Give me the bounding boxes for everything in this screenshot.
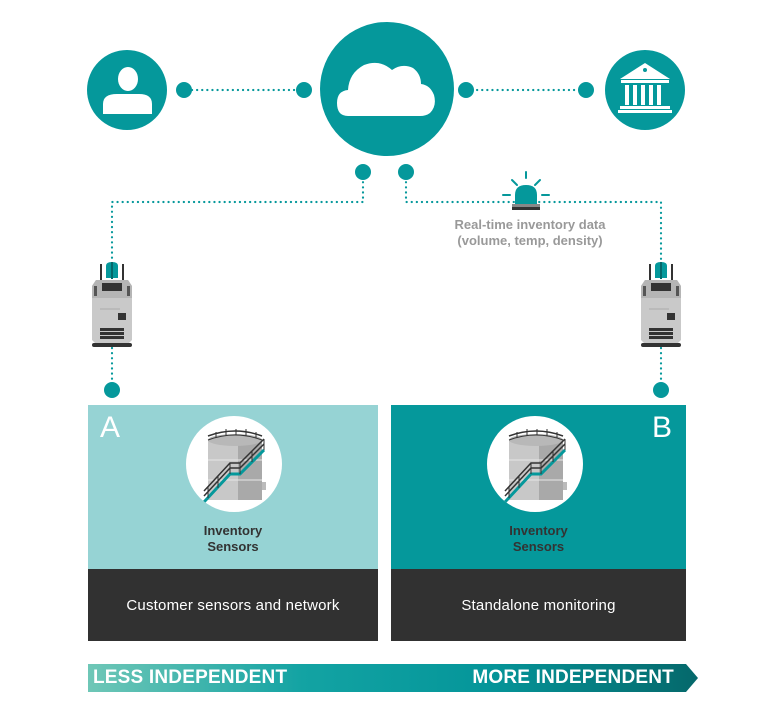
dot: [578, 82, 594, 98]
panel-b-caption: Inventory Sensors: [391, 523, 686, 555]
dot: [653, 382, 669, 398]
scale-left-label: LESS INDEPENDENT: [93, 667, 288, 688]
panel-a-header: A Inventory Sensors: [88, 405, 378, 569]
dot: [398, 164, 414, 180]
panel-a-caption-line2: Sensors: [207, 539, 259, 554]
cloud-icon: [337, 62, 435, 116]
connector-dots: [104, 82, 669, 398]
realtime-data-label: Real-time inventory data (volume, temp, …: [440, 217, 620, 249]
connector-cloud-sensor-a: [110, 170, 365, 264]
panel-b-description: Standalone monitoring: [391, 569, 686, 641]
panel-a-description: Customer sensors and network: [88, 569, 378, 641]
option-panel-a[interactable]: A Inventory Sensors Customer sen: [88, 405, 378, 641]
scale-arrow-shape: [88, 664, 698, 692]
panel-b-caption-line2: Sensors: [512, 539, 565, 554]
alarm-light-icon: [502, 171, 550, 210]
independence-scale: LESS INDEPENDENT MORE INDEPENDENT: [88, 664, 698, 692]
panel-a-caption: Inventory Sensors: [88, 523, 378, 555]
dot: [458, 82, 474, 98]
cloud-node[interactable]: [320, 22, 454, 156]
dot: [176, 82, 192, 98]
user-node[interactable]: [87, 50, 167, 130]
realtime-data-label-line1: Real-time inventory data: [454, 217, 606, 232]
option-panel-b[interactable]: B Inventory Sensors Standalone m: [391, 405, 686, 641]
realtime-data-label-line2: (volume, temp, density): [457, 233, 603, 248]
bank-node[interactable]: [605, 50, 685, 130]
sensor-device-a[interactable]: [92, 262, 132, 347]
panel-b-letter: B: [651, 411, 672, 444]
panel-b-caption-line1: Inventory: [509, 523, 568, 538]
panel-a-letter: A: [100, 411, 121, 444]
user-icon: [103, 67, 152, 114]
scale-right-label: MORE INDEPENDENT: [472, 667, 674, 688]
storage-tank-icon: [186, 416, 282, 512]
dot: [355, 164, 371, 180]
dot: [296, 82, 312, 98]
panel-a-caption-line1: Inventory: [203, 523, 263, 538]
storage-tank-icon: [487, 416, 583, 512]
dot: [104, 382, 120, 398]
panel-b-header: B Inventory Sensors: [391, 405, 686, 569]
sensor-device-b[interactable]: [641, 262, 681, 347]
